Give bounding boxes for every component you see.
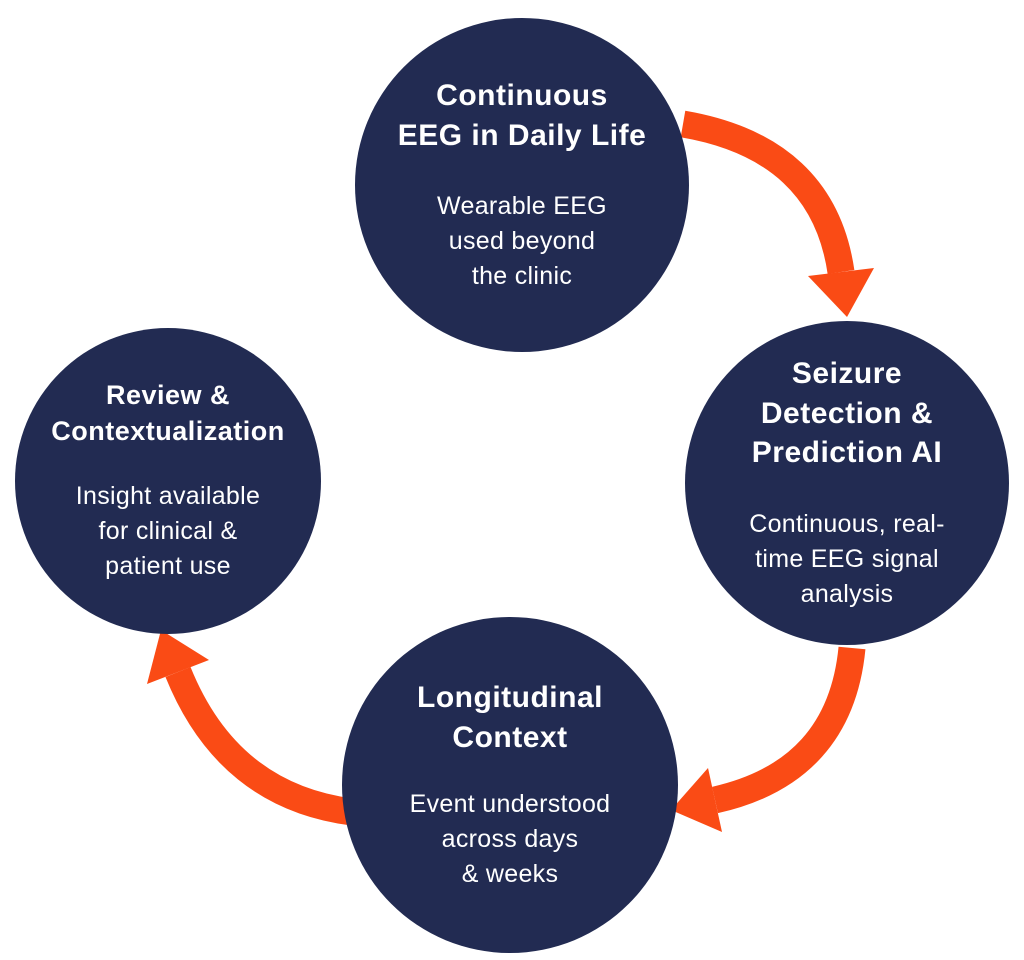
arrow-bottom-to-left-icon [147, 630, 354, 826]
node-continuous-eeg: Continuous EEG in Daily Life Wearable EE… [355, 18, 689, 352]
node-title-seizure-detection-prediction-ai: Seizure Detection & Prediction AI [751, 356, 943, 470]
arrow-right-to-bottom-icon [671, 646, 866, 832]
node-title-longitudinal-context: Longitudinal Context [417, 680, 603, 754]
node-description-review-contextualization: Insight available for clinical & patient… [75, 482, 261, 581]
node-seizure-detection-prediction-ai: Seizure Detection & Prediction AI Contin… [685, 321, 1009, 645]
arrow-top-to-right-icon [680, 110, 874, 317]
node-description-seizure-detection-prediction-ai: Continuous, real- time EEG signal analys… [749, 510, 945, 609]
node-description-continuous-eeg: Wearable EEG used beyond the clinic [437, 192, 607, 291]
node-longitudinal-context: Longitudinal Context Event understood ac… [342, 617, 678, 953]
node-review-contextualization: Review & Contextualization Insight avail… [15, 328, 321, 634]
node-title-continuous-eeg: Continuous EEG in Daily Life [397, 78, 647, 152]
node-title-review-contextualization: Review & Contextualization [51, 379, 285, 446]
node-description-longitudinal-context: Event understood across days & weeks [409, 790, 611, 889]
